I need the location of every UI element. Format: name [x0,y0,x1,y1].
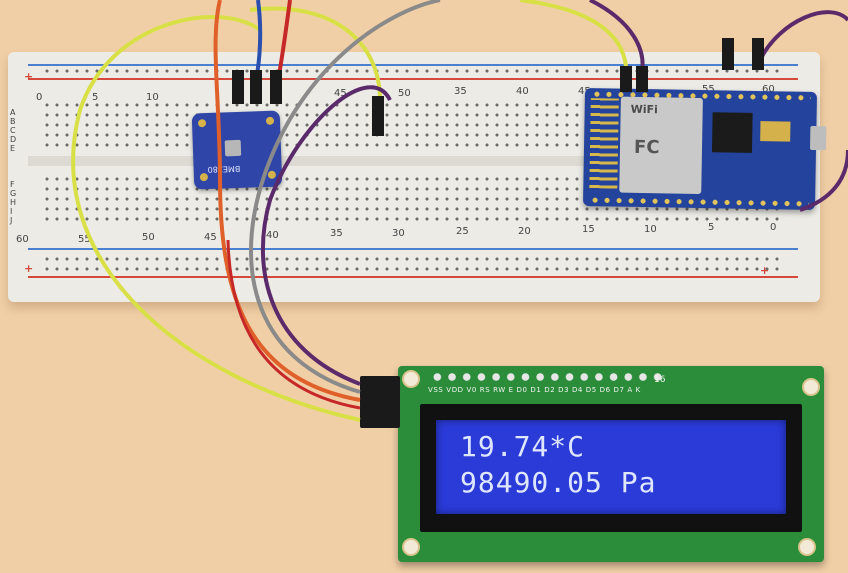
jumper-plug [722,38,734,70]
row-letter: C [10,126,16,135]
red-wire [226,239,361,410]
bb-top-number: 50 [398,88,411,99]
bb-bottom-number: 55 [78,234,91,245]
bb-bottom-number: 20 [518,226,531,237]
mounting-hole [802,378,820,396]
lcd-header-label: 16 [654,375,666,385]
row-letter: I [10,207,13,216]
bb-bottom-number: 15 [582,224,595,235]
mounting-hole [402,538,420,556]
row-letter: G [10,189,17,198]
bb-bottom-number: 50 [142,232,155,243]
mounting-hole [798,538,816,556]
jumper-plug [752,38,764,70]
lcd-pressure-line: 98490.05 Pa [460,466,657,499]
red-wire [276,0,292,81]
bottom-blue-rail [28,248,798,250]
bb-bottom-number: 25 [456,226,469,237]
top-blue-rail [28,64,798,66]
purple-wire [260,85,392,386]
jumper-plug [620,66,632,92]
purple-wire [758,10,848,61]
bb-top-number: 35 [454,86,467,97]
jumper-plug [250,70,262,104]
bb-bottom-number: 5 [708,222,715,233]
dupont-connector [360,376,400,428]
bb-top-number: 45 [334,88,347,99]
bb-bottom-number: 10 [644,224,657,235]
bb-top-number: 0 [36,92,43,103]
upper-terminal-holes [42,100,602,150]
lcd-temperature-line: 19.74*C [460,430,586,463]
row-letter: E [10,144,16,153]
bb-bottom-number: 40 [266,230,279,241]
mounting-hole [402,370,420,388]
top-rail-holes [42,66,782,76]
yellow-wire [249,6,382,101]
center-channel [28,156,800,166]
purple-wire [799,149,848,212]
bb-top-number: 60 [762,84,775,95]
row-letter: B [10,117,16,126]
orange-wire [213,0,361,402]
row-letter: H [10,198,17,207]
bb-top-number: 40 [516,86,529,97]
row-letter: J [10,216,13,225]
blue-wire [254,0,263,81]
bb-bottom-number: 60 [16,234,29,245]
bottom-plus-sign-right: + [760,264,770,277]
lcd-header-pins [430,370,666,384]
row-letter: F [10,180,15,189]
row-letters-top: A B C D E [10,108,16,153]
row-letter: D [10,135,17,144]
row-letters-bottom: F G H I J [10,180,16,225]
bottom-red-rail [28,276,798,278]
bb-bottom-number: 35 [330,228,343,239]
gray-wire [249,0,441,394]
yellow-wire [71,15,361,422]
bb-bottom-number: 45 [204,232,217,243]
row-letter: A [10,108,16,117]
top-red-rail [28,78,798,80]
bottom-plus-sign: + [24,262,34,275]
lcd-1602-module: VSS VDD V0 RS RW E D0 D1 D2 D3 D4 D5 D6 … [398,366,824,562]
bb-top-number: 10 [146,92,159,103]
jumper-plug [270,70,282,104]
bb-bottom-number: 0 [770,222,777,233]
lcd-pin-labels: VSS VDD V0 RS RW E D0 D1 D2 D3 D4 D5 D6 … [428,386,641,394]
top-plus-sign: + [24,70,34,83]
lcd-bezel: 19.74*C 98490.05 Pa [420,404,802,532]
jumper-plug [372,96,384,136]
jumper-plug [232,70,244,104]
jumper-plug [636,66,648,92]
lcd-screen: 19.74*C 98490.05 Pa [436,420,786,514]
bb-bottom-number: 30 [392,228,405,239]
bb-top-number: 5 [92,92,99,103]
